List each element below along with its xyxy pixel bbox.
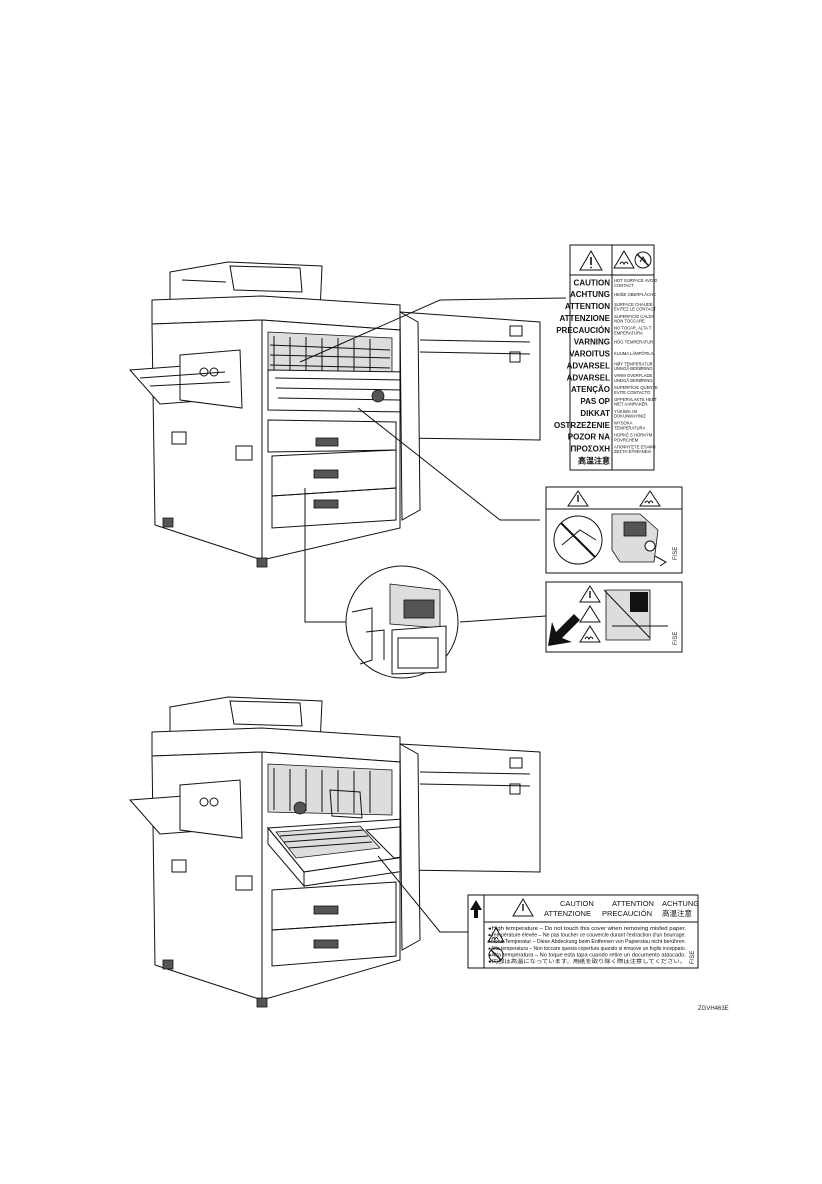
caution-description: NON TOCCARE (614, 319, 645, 324)
bottom-label-line: ●Hohe Temperatur – Diese Abdeckung beim … (488, 939, 686, 945)
detail-inset-arrow-label: F/SE (545, 581, 683, 653)
arrow-up-icon (470, 900, 482, 918)
hot-surface-icon (487, 926, 505, 943)
bottom-label-line: ●Alta temperatura – No toque esta tapa c… (488, 952, 686, 958)
drawer-handle (313, 499, 339, 509)
bottom-label-header-6: 高温注意 (662, 908, 692, 918)
caution-description: UNDGÅ BERØRING (614, 378, 653, 383)
caution-description: EVITE CONTACTO (614, 390, 651, 395)
caution-description: HÖG TEMPERATUR (614, 339, 653, 344)
caution-description: POVRCHEM (614, 437, 639, 442)
caution-description: EMPERATURA (614, 330, 643, 335)
no-touch-icon (634, 251, 652, 269)
caution-word: ATTENTION (565, 302, 610, 311)
drawer-handle (313, 469, 339, 479)
caution-word: ADVARSEL (567, 373, 611, 382)
caution-description: HOT SURFACE AVOID (614, 278, 657, 283)
caution-description: NIET AANRAKEN (614, 402, 647, 407)
caution-description: VARM OVERFLADE (614, 373, 653, 378)
caution-word: VAROITUS (569, 350, 610, 359)
copier-bottom-illustration (128, 696, 541, 1008)
bottom-label-header-1: CAUTION (560, 899, 594, 908)
caution-description: CONTACT (614, 283, 634, 288)
caution-description: SUPERFICIE CALDA (614, 314, 654, 319)
bottom-label-line: ●Alta temperatura – Non toccare questa c… (488, 946, 686, 952)
caution-word: PRECAUCIÓN (556, 326, 610, 335)
caution-word: ATENÇÃO (571, 385, 610, 394)
bottom-label-line: ●Température élevée – Ne pas toucher ce … (488, 933, 686, 939)
caution-word: ADVARSEL (567, 361, 611, 370)
caution-word: ACHTUNG (570, 290, 610, 299)
caution-description: DOKUNMAYINIZ (614, 414, 646, 419)
caution-word: POZOR NA (568, 433, 610, 442)
bottom-label-header-4: ATTENZIONE (544, 909, 591, 918)
figure-code: ZGVH463E (698, 1006, 729, 1012)
caution-word: ATTENZIONE (559, 314, 610, 323)
caution-description: UNNGÅ BERØRING (614, 366, 653, 371)
drawer-handle (315, 437, 339, 447)
caution-word: CAUTION (574, 278, 611, 287)
caution-word: ΠΡΟΣΟΧΗ (571, 445, 611, 454)
svg-text:F/SE: F/SE (690, 951, 696, 964)
caution-description: HØY TEMPERATUR (614, 361, 653, 366)
caution-description: NO TOCAR, ALTA T (614, 326, 652, 331)
caution-word: PAS OP (580, 397, 610, 406)
caution-word: VARNING (574, 338, 610, 347)
caution-description: HEIßE OBERFLÄCHE (614, 292, 656, 297)
caution-description: SURFACE CHAUDE (614, 302, 653, 307)
bottom-label-line: ●High temperature – Do not touch this co… (488, 926, 686, 932)
caution-description: SUPERFÍCIE QUENTE (614, 385, 658, 390)
caution-word: OSTRZEŻENIE (554, 421, 611, 430)
bottom-label-header-3: ACHTUNG (662, 899, 699, 908)
no-touch-icon (488, 947, 504, 963)
detail-inset-fuser-label: F/SE (545, 486, 683, 574)
caution-word: 高温注意 (578, 455, 610, 465)
knob-icon (371, 389, 385, 403)
caution-description: KUUMA LÄMPÖTILA (614, 351, 654, 356)
caution-description: YÜKSEK ISI (614, 409, 637, 414)
svg-text:F/SE: F/SE (673, 632, 679, 645)
warning-triangle-icon (579, 250, 603, 271)
zoom-circle-detail (345, 565, 547, 679)
knob-icon (293, 801, 307, 815)
bottom-label-line: ●内部は高温になっています。用紙を取り除く際は注意してください。 (488, 958, 686, 965)
caution-description: ΖΕΣΤΗ ΕΠΙΦΑΝΕΙΑ (614, 449, 652, 454)
bottom-label-header-5: PRECAUCIÓN (602, 909, 652, 918)
warning-triangle-icon (512, 898, 534, 917)
svg-text:F/SE: F/SE (673, 547, 679, 560)
caution-label-horizontal: CAUTION ATTENTION ACHTUNG ATTENZIONE PRE… (467, 894, 699, 969)
copier-top-illustration (128, 261, 567, 623)
caution-description: OPPERVLAKTE HEET (614, 397, 657, 402)
hot-surface-icon (613, 250, 635, 269)
caution-description: ΑΠΟΦΥΓΕΤΕ ΕΠΑΦΗ (614, 444, 656, 449)
caution-description: TEMPERATURA (614, 425, 646, 430)
caution-description: WYSOKA (614, 421, 633, 426)
bottom-label-header-2: ATTENTION (612, 899, 654, 908)
caution-description: HORKÉ S HORKÝM (614, 433, 653, 438)
caution-word: DIKKAT (580, 409, 610, 418)
arrow-down-left-icon (548, 614, 580, 646)
caution-description: ÉVITEZ LE CONTACT (614, 307, 656, 312)
